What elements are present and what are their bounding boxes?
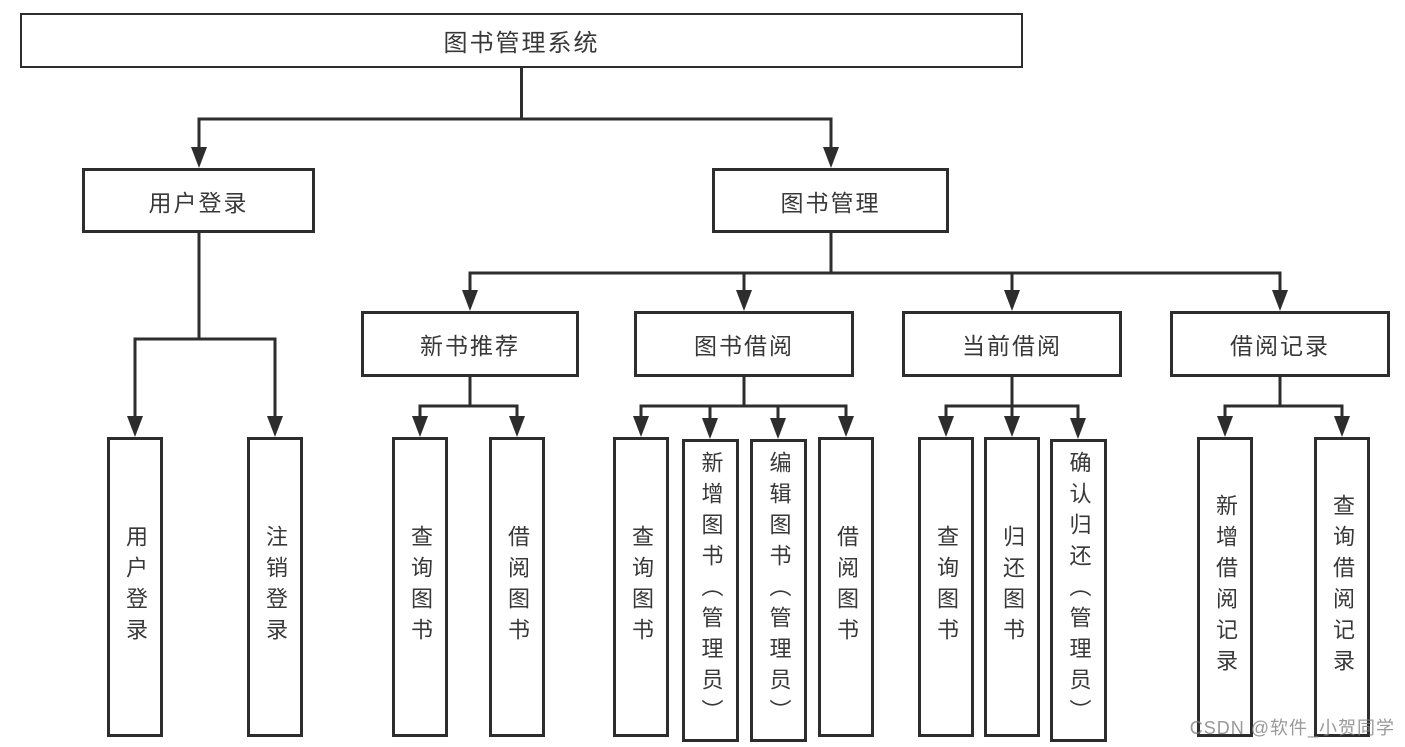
leaf-user-login: 用户登录 [107,437,163,737]
node-book-borrowing: 图书借阅 [634,311,854,377]
leaf-borrow-books-recommend: 借阅图书 [489,437,545,737]
leaf-query-borrow-record-label: 查询借阅记录 [1330,494,1355,680]
leaf-query-books-borrowing: 查询图书 [613,437,669,737]
node-current-borrowing: 当前借阅 [902,311,1122,377]
leaf-add-borrow-record: 新增借阅记录 [1197,437,1253,737]
leaf-return-books-label: 归还图书 [1000,525,1025,649]
leaf-add-books-admin: 新增图书（管理员） [682,439,739,742]
leaf-edit-books-admin: 编辑图书（管理员） [750,439,807,742]
node-book-borrowing-label: 图书借阅 [694,333,794,359]
node-root-label: 图书管理系统 [443,30,600,57]
node-borrow-records-label: 借阅记录 [1230,333,1330,359]
node-borrow-records: 借阅记录 [1170,311,1390,377]
leaf-add-books-admin-label: 新增图书（管理员） [698,451,724,730]
leaf-query-borrow-record: 查询借阅记录 [1314,437,1370,737]
leaf-query-books-current-label: 查询图书 [934,525,959,649]
leaf-logout-label: 注销登录 [263,525,288,649]
node-current-borrowing-label: 当前借阅 [962,333,1062,359]
leaf-confirm-return-admin-label: 确认归还（管理员） [1066,451,1092,730]
leaf-borrow-books-label: 借阅图书 [834,525,859,649]
node-book-management: 图书管理 [712,168,949,233]
leaf-query-books-borrowing-label: 查询图书 [629,525,654,649]
leaf-user-login-label: 用户登录 [123,525,148,649]
leaf-confirm-return-admin: 确认归还（管理员） [1050,439,1107,742]
node-recommend-new-books: 新书推荐 [361,311,579,377]
leaf-edit-books-admin-label: 编辑图书（管理员） [766,451,792,730]
leaf-add-borrow-record-label: 新增借阅记录 [1213,494,1238,680]
watermark: CSDN @软件_小贺同学 [1189,718,1395,738]
node-user-login: 用户登录 [82,168,315,233]
node-user-login-label: 用户登录 [148,189,249,216]
leaf-logout: 注销登录 [247,437,303,737]
leaf-query-books-recommend-label: 查询图书 [408,525,433,649]
leaf-borrow-books-recommend-label: 借阅图书 [505,525,530,649]
node-root: 图书管理系统 [20,13,1023,68]
leaf-return-books: 归还图书 [984,437,1040,737]
leaf-query-books-current: 查询图书 [918,437,974,737]
node-book-management-label: 图书管理 [780,189,881,216]
node-recommend-new-books-label: 新书推荐 [420,333,520,359]
leaf-borrow-books: 借阅图书 [818,437,874,737]
leaf-query-books-recommend: 查询图书 [392,437,448,737]
